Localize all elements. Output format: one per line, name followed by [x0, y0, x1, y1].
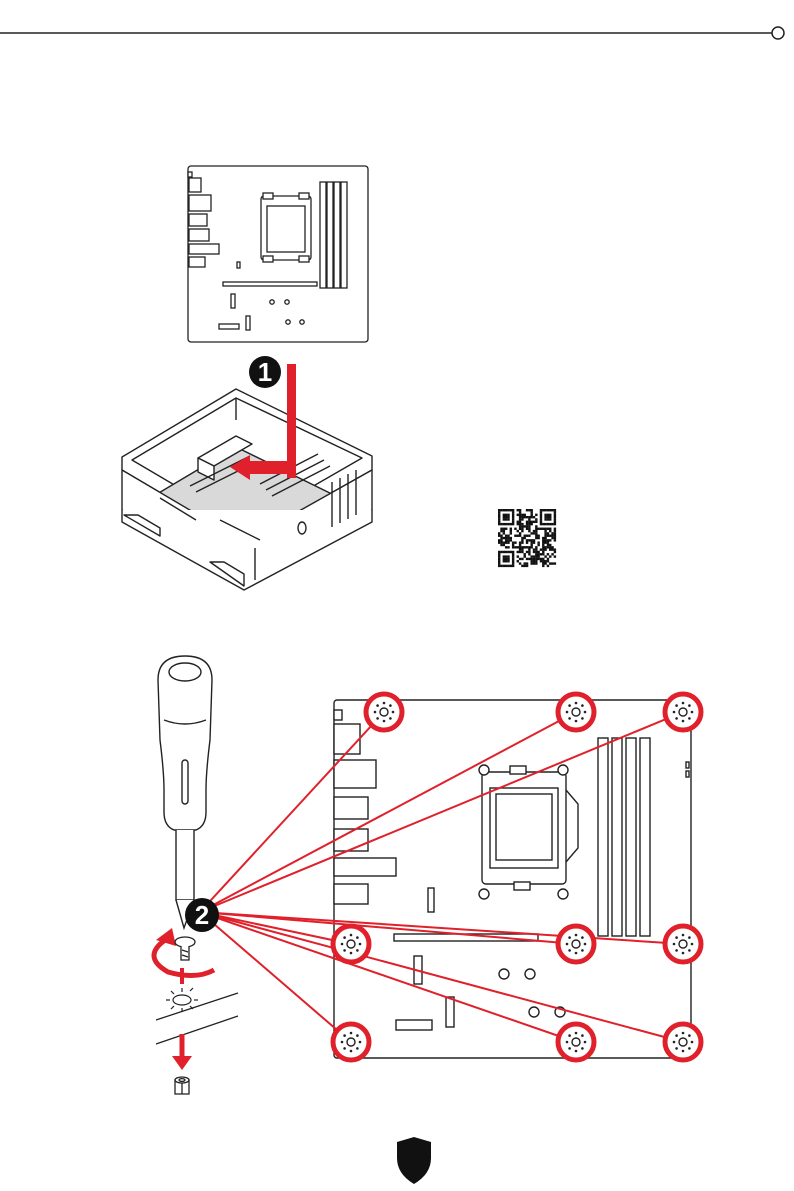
- shield-logo-icon: [397, 1137, 431, 1184]
- step-1-label: 1: [258, 357, 272, 387]
- motherboard-small: [188, 166, 368, 342]
- mount-point-4: [333, 926, 369, 962]
- mount-point-5: [558, 926, 594, 962]
- step-2-badge: 2: [185, 898, 219, 932]
- mount-point-9: [665, 1024, 701, 1060]
- mount-point-7: [333, 1024, 369, 1060]
- standoff-icon: [175, 1077, 189, 1094]
- step-1-badge: 1: [249, 356, 281, 388]
- mount-point-3: [665, 694, 701, 730]
- qr-code-icon: [498, 509, 556, 567]
- mount-point-1: [366, 694, 402, 730]
- mount-point-6: [665, 926, 701, 962]
- mount-hole-icon: [156, 968, 238, 1070]
- screw-icon: [175, 937, 195, 960]
- mount-point-2: [558, 694, 594, 730]
- motherboard-large: [334, 700, 691, 1058]
- pc-case: [122, 389, 372, 590]
- step-2-label: 2: [195, 900, 209, 930]
- screwdriver-icon: [158, 656, 212, 928]
- mount-point-8: [558, 1024, 594, 1060]
- top-rule-cap: [772, 27, 784, 39]
